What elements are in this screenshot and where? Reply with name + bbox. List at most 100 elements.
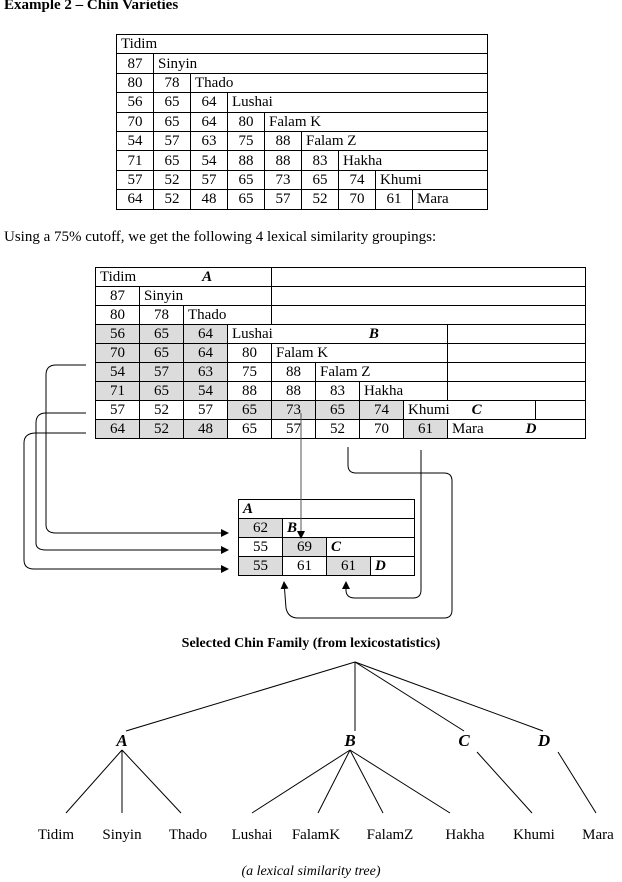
table-row: 54 57 63 75 88 Falam Z <box>95 362 586 382</box>
edge-root-a <box>125 661 356 732</box>
variety-label: Mara <box>452 421 484 437</box>
matrix-cell: 65 <box>301 169 339 191</box>
edge-b-falamz <box>349 749 384 814</box>
tree-leaf: Khumi <box>513 827 555 843</box>
matrix-cell: 52 <box>153 189 191 210</box>
matrix-cell: 88 <box>264 130 302 152</box>
tree-leaf: Thado <box>168 827 208 843</box>
group-label-b: B <box>368 326 379 342</box>
tree-leaf: Hakha <box>445 827 485 843</box>
edge-b-lushai <box>251 749 351 814</box>
matrix-cell: 52 <box>315 419 360 439</box>
variety-label: Falam K <box>264 111 488 132</box>
group-label-a: A <box>202 269 213 285</box>
matrix-cell: 71 <box>95 381 140 401</box>
table-row: 87 Sinyin <box>95 286 586 306</box>
matrix-cell: 70 <box>116 111 154 132</box>
table-row: 80 78 Thado <box>95 305 586 325</box>
intro-text: Using a 75% cutoff, we get the following… <box>4 229 437 245</box>
edge-root-d <box>354 661 544 732</box>
tree-leaf: Lushai <box>231 827 273 843</box>
matrix-cell: 75 <box>227 362 272 382</box>
matrix-cell: 64 <box>183 343 228 363</box>
matrix-cell: 65 <box>227 169 265 191</box>
group-d-header: Mara D <box>447 419 586 439</box>
variety-label: Lushai <box>232 326 273 342</box>
matrix-cell: 52 <box>139 419 184 439</box>
variety-label: Thado <box>183 305 272 325</box>
tree-node-c: C <box>458 731 470 750</box>
matrix-cell: 48 <box>183 419 228 439</box>
matrix-cell: 57 <box>95 400 140 420</box>
tree-leaf: FalamK <box>291 827 341 843</box>
matrix-cell: 65 <box>227 419 272 439</box>
tree-node-a: A <box>116 731 128 750</box>
page-title: Example 2 – Chin Varieties <box>4 0 179 13</box>
matrix-cell: 88 <box>227 150 265 171</box>
tree-caption: (a lexical similarity tree) <box>241 864 381 879</box>
matrix-cell: 54 <box>183 381 228 401</box>
matrix-cell: 65 <box>153 92 191 113</box>
variety-label: Mara <box>412 189 488 210</box>
variety-label: Falam Z <box>301 130 488 152</box>
matrix-cell: 65 <box>139 324 184 344</box>
group-label-d: D <box>525 421 537 437</box>
tree-title: Selected Chin Family (from lexicostatist… <box>181 636 441 651</box>
arrow-cd <box>342 450 422 599</box>
variety-label: Tidim <box>100 269 137 285</box>
variety-label: Khumi <box>375 169 488 191</box>
tree-leaf: Mara <box>582 827 614 843</box>
tree-leaf: Sinyin <box>102 827 142 843</box>
edge-c-khumi <box>476 751 533 814</box>
tree-leaf: FalamZ <box>366 827 414 843</box>
tree-node-d: D <box>537 731 551 750</box>
matrix-cell: 80 <box>227 111 265 132</box>
matrix-cell: 61 <box>375 189 413 210</box>
matrix-cell: 61 <box>282 556 327 576</box>
matrix-cell: 65 <box>153 111 191 132</box>
matrix-cell: 75 <box>227 130 265 152</box>
table-row: Tidim A <box>95 267 586 287</box>
matrix-cell: 88 <box>264 150 302 171</box>
matrix-cell: 87 <box>116 53 154 74</box>
arrow-ac <box>35 412 229 554</box>
matrix-cell: 61 <box>403 419 448 439</box>
arrow-bd <box>280 447 453 619</box>
matrix-cell: 70 <box>338 189 376 210</box>
matrix-cell: 71 <box>116 150 154 171</box>
matrix-cell: 63 <box>183 362 228 382</box>
variety-label: Falam K <box>271 343 448 363</box>
matrix-cell: 48 <box>190 189 228 210</box>
tree-leaf: Tidim <box>37 827 75 843</box>
matrix-cell: 65 <box>139 343 184 363</box>
group-label-c: C <box>471 402 482 418</box>
variety-label: Khumi <box>408 402 450 418</box>
group-b-header: Lushai B <box>227 324 448 344</box>
matrix-cell: 65 <box>227 400 272 420</box>
matrix-cell: 63 <box>190 130 228 152</box>
matrix-cell: 74 <box>359 400 404 420</box>
edge-a-tidim <box>65 749 123 814</box>
matrix-cell: 65 <box>315 400 360 420</box>
matrix-cell: 64 <box>116 189 154 210</box>
matrix-cell: 52 <box>301 189 339 210</box>
matrix-cell: 65 <box>153 150 191 171</box>
arrow-ad <box>23 432 229 573</box>
edge-d-mara <box>557 751 597 814</box>
matrix-cell: 57 <box>264 189 302 210</box>
matrix-cell: 57 <box>183 400 228 420</box>
edge-b-falamk <box>317 749 351 814</box>
variety-label: Hakha <box>338 150 488 171</box>
